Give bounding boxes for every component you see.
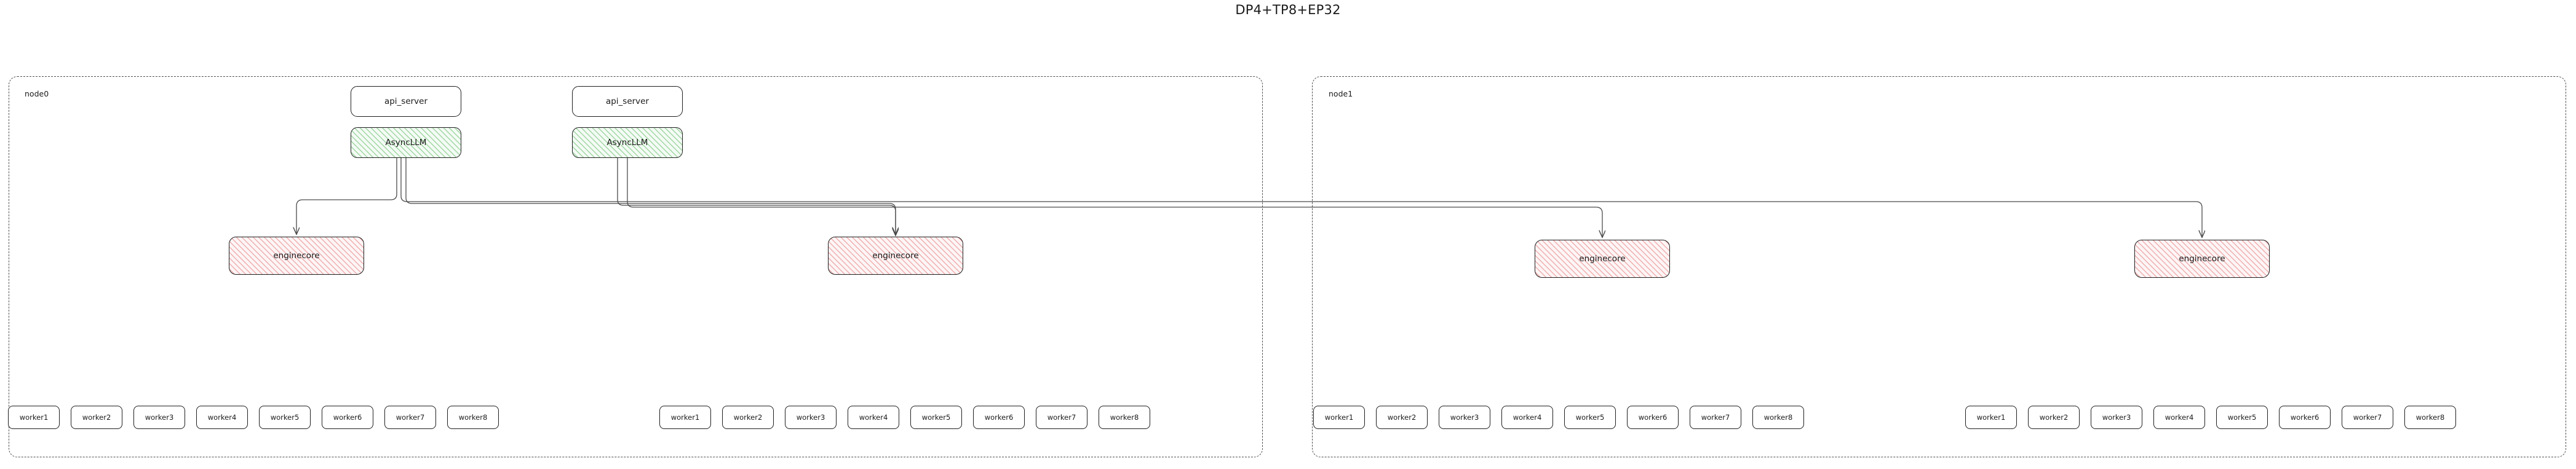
enginecore-box[interactable]: enginecore (1535, 240, 1670, 278)
worker-box[interactable]: worker5 (259, 406, 311, 429)
worker-box[interactable]: worker8 (2404, 406, 2456, 429)
worker-box[interactable]: worker4 (848, 406, 899, 429)
node-label-node0: node0 (25, 89, 49, 98)
worker-box[interactable]: worker5 (910, 406, 962, 429)
worker-box[interactable]: worker2 (2028, 406, 2080, 429)
worker-box[interactable]: worker7 (1036, 406, 1087, 429)
worker-box[interactable]: worker6 (1627, 406, 1679, 429)
worker-box[interactable]: worker7 (1690, 406, 1741, 429)
asyncllm-box[interactable]: AsyncLLM (351, 127, 461, 158)
page-title: DP4+TP8+EP32 (1235, 2, 1341, 17)
worker-box[interactable]: worker6 (322, 406, 373, 429)
worker-box[interactable]: worker1 (1313, 406, 1365, 429)
worker-box[interactable]: worker6 (2279, 406, 2331, 429)
worker-box[interactable]: worker2 (71, 406, 122, 429)
worker-box[interactable]: worker4 (196, 406, 248, 429)
enginecore-box[interactable]: enginecore (828, 237, 963, 275)
enginecore-box[interactable]: enginecore (229, 237, 364, 275)
enginecore-box[interactable]: enginecore (2134, 240, 2270, 278)
api-server-box[interactable]: api_server (351, 86, 461, 117)
worker-box[interactable]: worker3 (1439, 406, 1490, 429)
node-frame-node1 (1312, 76, 2566, 457)
worker-box[interactable]: worker4 (1501, 406, 1553, 429)
worker-box[interactable]: worker3 (133, 406, 185, 429)
asyncllm-box[interactable]: AsyncLLM (572, 127, 683, 158)
worker-box[interactable]: worker5 (1564, 406, 1616, 429)
worker-box[interactable]: worker5 (2216, 406, 2268, 429)
api-server-box[interactable]: api_server (572, 86, 683, 117)
worker-box[interactable]: worker4 (2153, 406, 2205, 429)
worker-box[interactable]: worker7 (384, 406, 436, 429)
node-frame-node0 (9, 76, 1263, 457)
worker-box[interactable]: worker8 (1752, 406, 1804, 429)
worker-box[interactable]: worker2 (1376, 406, 1428, 429)
worker-box[interactable]: worker3 (785, 406, 837, 429)
worker-box[interactable]: worker1 (1965, 406, 2017, 429)
worker-box[interactable]: worker8 (447, 406, 499, 429)
worker-box[interactable]: worker7 (2342, 406, 2393, 429)
node-label-node1: node1 (1329, 89, 1353, 98)
worker-box[interactable]: worker8 (1099, 406, 1150, 429)
worker-box[interactable]: worker2 (722, 406, 774, 429)
worker-box[interactable]: worker6 (973, 406, 1025, 429)
worker-box[interactable]: worker3 (2091, 406, 2142, 429)
worker-box[interactable]: worker1 (659, 406, 711, 429)
worker-box[interactable]: worker1 (8, 406, 60, 429)
